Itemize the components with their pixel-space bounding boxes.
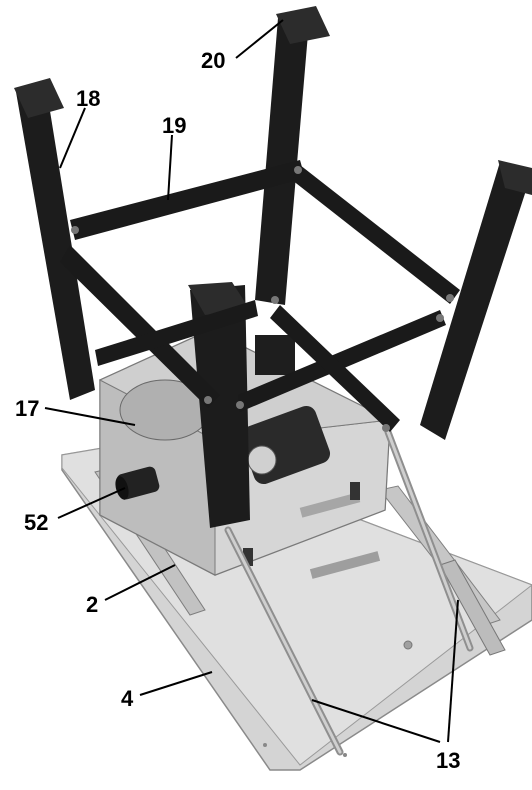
callout-18: 18 <box>76 86 100 111</box>
callout-4: 4 <box>121 686 134 711</box>
callout-20: 20 <box>201 48 225 73</box>
callout-2: 2 <box>86 592 98 617</box>
callout-17: 17 <box>15 396 39 421</box>
callout-13: 13 <box>436 748 460 773</box>
callout-52: 52 <box>24 510 48 535</box>
motor-assembly <box>119 335 331 485</box>
callout-19: 19 <box>162 113 186 138</box>
dust-port <box>115 466 160 500</box>
stand-frame <box>14 6 532 528</box>
callout-leaders <box>44 19 459 743</box>
